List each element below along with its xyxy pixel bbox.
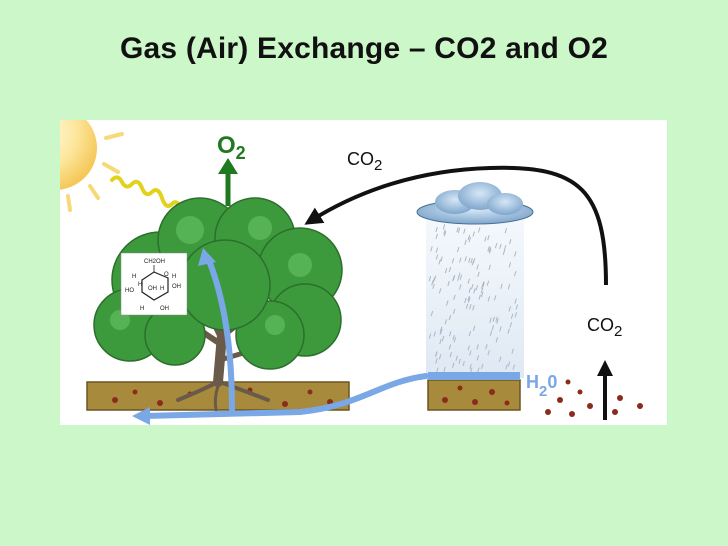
- o2-arrow: [218, 158, 238, 206]
- glucose-ho-left: HO: [125, 288, 134, 294]
- soil-particles-scattered: [545, 379, 643, 417]
- co2-right-label: CO2: [587, 315, 622, 340]
- glucose-oh-mid: OH: [148, 286, 157, 292]
- h2o-label: H20: [526, 372, 557, 400]
- glucose-ring-o: O: [164, 272, 169, 278]
- soil-particles-right: [442, 385, 510, 406]
- glucose-h-mid-left: H: [138, 282, 142, 288]
- glucose-oh-bottom-right: OH: [160, 306, 169, 312]
- glucose-h-left-top: H: [132, 274, 136, 280]
- sun-icon: [60, 120, 124, 212]
- glucose-h-bottom-left: H: [140, 306, 144, 312]
- water-pool: [428, 372, 520, 380]
- water-arrowhead-left: [132, 407, 150, 425]
- glucose-h-mid-right: H: [160, 286, 164, 292]
- glucose-structure: CH2OH O H H OH HO H OH H H OH: [120, 252, 188, 316]
- carbon-cycle-diagram: CH2OH O H H OH HO H OH H H OH O2: [60, 120, 643, 425]
- water-flow-arrow: [142, 255, 429, 419]
- glucose-oh-right: OH: [172, 284, 181, 290]
- soil-right: [427, 379, 521, 411]
- water-arrowhead-up: [198, 248, 216, 266]
- diagram-panel: CH2OH O H H OH HO H OH H H OH O2: [60, 120, 667, 425]
- o2-label: O2: [217, 132, 246, 163]
- co2-up-arrow: [597, 360, 613, 420]
- glucose-top: CH2OH: [144, 259, 165, 265]
- rain-column: [426, 218, 524, 378]
- slide-title: Gas (Air) Exchange – CO2 and O2: [119, 32, 609, 65]
- co2-arc-arrow: [304, 165, 608, 286]
- glucose-h-right-top: H: [172, 274, 176, 280]
- cloud-icon: [416, 182, 534, 225]
- co2-top-label: CO2: [347, 149, 382, 174]
- rain-drops: [428, 223, 519, 373]
